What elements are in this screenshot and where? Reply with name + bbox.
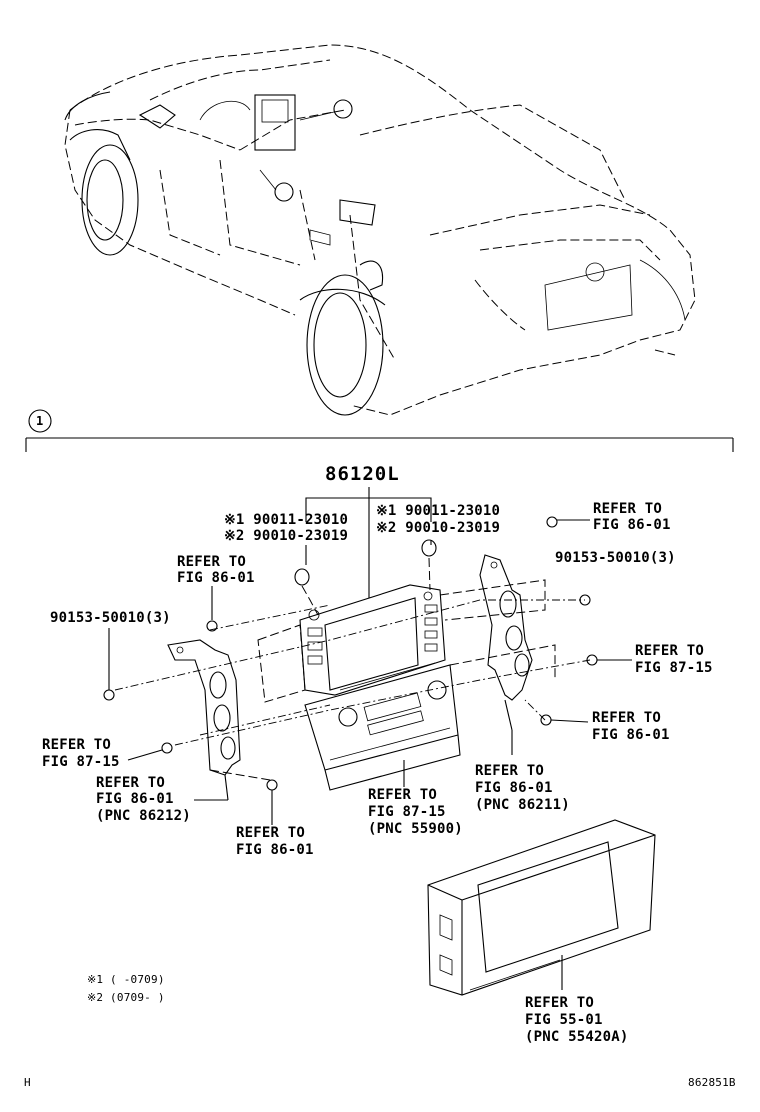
main-part-number: 86120L <box>325 463 400 485</box>
refer-left-mid-line1: REFER TO <box>42 737 112 753</box>
refer-display-line1: REFER TO <box>525 995 595 1011</box>
refer-right-mid-line1: REFER TO <box>635 643 705 659</box>
refer-center-line2: FIG 87-15 <box>368 804 446 820</box>
refer-top-right-line2: FIG 86-01 <box>593 517 671 533</box>
refer-top-left-line2: FIG 86-01 <box>177 570 255 586</box>
vehicle-illustration <box>64 44 696 416</box>
left-bolt-1-label: ※1 90011-23010 <box>224 512 349 528</box>
note-1: ※1 ( -0709) <box>87 973 165 986</box>
refer-display-line3: (PNC 55420A) <box>525 1029 629 1045</box>
refer-right-mid-line2: FIG 87-15 <box>635 660 713 676</box>
footer-right-code: 862851B <box>688 1076 736 1089</box>
footer-left-code: H <box>24 1076 31 1089</box>
refer-right-low-line2: FIG 86-01 <box>592 727 670 743</box>
screw-right-label: 90153-50010(3) <box>555 550 676 566</box>
refer-right-bracket-line3: (PNC 86211) <box>475 797 570 813</box>
right-mounting-bracket <box>479 554 533 755</box>
note-2: ※2 (0709- ) <box>87 991 165 1004</box>
refer-bottom-left-line1: REFER TO <box>236 825 306 841</box>
display-unit <box>427 819 656 996</box>
refer-left-low-line3: (PNC 86212) <box>96 808 191 824</box>
refer-left-low-line2: FIG 86-01 <box>96 791 174 807</box>
refer-left-low-line1: REFER TO <box>96 775 166 791</box>
refer-top-left-line1: REFER TO <box>177 554 247 570</box>
navigation-head-unit <box>299 584 446 696</box>
center-cluster-panel <box>304 664 461 791</box>
refer-right-bracket-line2: FIG 86-01 <box>475 780 553 796</box>
right-bolt-1-label: ※1 90011-23010 <box>376 503 501 519</box>
mounting-screws <box>103 516 632 825</box>
refer-right-bracket-line1: REFER TO <box>475 763 545 779</box>
callout-marker: 1 <box>36 414 44 428</box>
refer-display-line2: FIG 55-01 <box>525 1012 603 1028</box>
refer-bottom-left-line2: FIG 86-01 <box>236 842 314 858</box>
refer-top-right-line1: REFER TO <box>593 501 663 517</box>
refer-left-mid-line2: FIG 87-15 <box>42 754 120 770</box>
refer-center-line1: REFER TO <box>368 787 438 803</box>
refer-center-line3: (PNC 55900) <box>368 821 463 837</box>
left-mounting-bracket <box>167 639 241 801</box>
left-bolt-2-label: ※2 90010-23019 <box>224 528 349 544</box>
refer-right-low-line1: REFER TO <box>592 710 662 726</box>
screw-left-label: 90153-50010(3) <box>50 610 171 626</box>
right-bolt-2-label: ※2 90010-23019 <box>376 520 501 536</box>
